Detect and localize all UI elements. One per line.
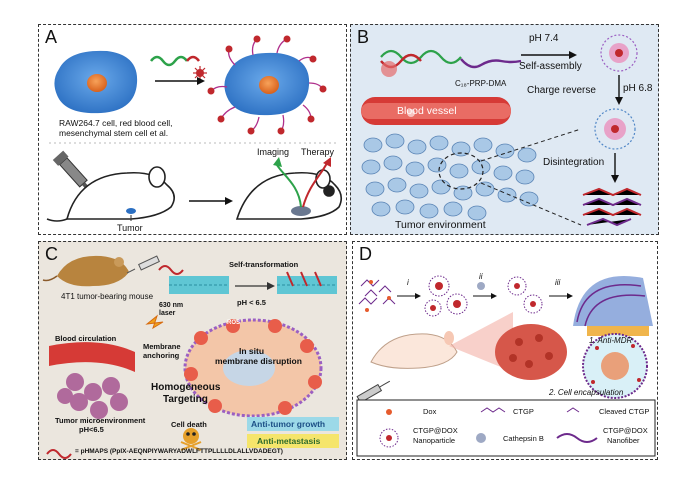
disintegrated-fibres bbox=[582, 187, 642, 227]
laser-label-1: 630 nm bbox=[159, 302, 184, 309]
cleaved-particles bbox=[507, 276, 543, 314]
mouse-label: 4T1 tumor-bearing mouse bbox=[61, 292, 154, 301]
mouse-outline-left bbox=[46, 166, 175, 222]
cell-caption-line-2: mesenchymal stem cell et al. bbox=[59, 128, 169, 138]
syringe-icon bbox=[126, 255, 160, 274]
panel-c-label: C bbox=[45, 244, 58, 264]
legend-cleaved-ctgp-label: Cleaved CTGP bbox=[599, 407, 650, 416]
self-transform-membrane bbox=[158, 265, 337, 294]
unimers bbox=[358, 279, 396, 305]
legend-cathepsin-label: Cathepsin B bbox=[503, 434, 544, 443]
panel-c: C bbox=[38, 241, 347, 460]
disintegration-label: Disintegration bbox=[543, 157, 605, 168]
charge-reverse-label: Charge reverse bbox=[527, 85, 596, 96]
tumor-tissue bbox=[495, 324, 567, 380]
tumor-environment-label: Tumor environment bbox=[395, 219, 486, 231]
nanofiber-dome bbox=[573, 276, 653, 336]
micelle-assembled bbox=[600, 34, 638, 72]
legend-nanofiber-icon bbox=[556, 433, 598, 443]
panel-d-illustration bbox=[356, 275, 656, 457]
cathepsin-icon bbox=[477, 282, 485, 290]
legend-ctgp-label: CTGP bbox=[513, 407, 534, 416]
tumor-cells bbox=[361, 133, 539, 221]
plain-cell bbox=[54, 50, 138, 114]
panel-d: D bbox=[352, 241, 658, 460]
legend-cleaved-ctgp-icon bbox=[566, 407, 580, 413]
micelle-charge-reversed bbox=[594, 108, 636, 150]
panel-a-label: A bbox=[45, 27, 58, 47]
cell-encapsulation-label: 2. Cell encapsulation bbox=[549, 388, 624, 397]
treated-mouse bbox=[370, 331, 458, 369]
tumor-vessel bbox=[49, 342, 135, 419]
homogeneous-label-2: Targeting bbox=[163, 394, 208, 405]
membrane-label-2: anchoring bbox=[143, 351, 180, 360]
polymer-label: C₁₈-PRP-DMA bbox=[455, 79, 507, 88]
ph-65-label: pH < 6.5 bbox=[237, 298, 266, 307]
step-iii-label: iii bbox=[555, 278, 561, 287]
panel-d-label: D bbox=[359, 244, 372, 264]
blood-vessel bbox=[361, 97, 511, 125]
tumor-microenvironment-label: Tumor microenvironment bbox=[55, 416, 146, 425]
legend-nanoparticle-label-1: CTGP@DOX bbox=[413, 426, 458, 435]
legend-nanofiber-label-2: Nanofiber bbox=[607, 436, 640, 445]
decorated-cell bbox=[207, 35, 327, 135]
ph-68-label: pH 6.8 bbox=[623, 83, 653, 94]
polymer-chain bbox=[380, 49, 522, 77]
peptide-symbol bbox=[46, 449, 72, 459]
laser-label-2: laser bbox=[159, 310, 176, 317]
legend-nanofiber-label-1: CTGP@DOX bbox=[603, 426, 648, 435]
legend-dox-label: Dox bbox=[423, 407, 437, 416]
nanoparticles bbox=[424, 275, 468, 317]
ph-74-label: pH 7.4 bbox=[529, 33, 559, 44]
cell-caption-line-1: RAW264.7 cell, red blood cell, bbox=[59, 118, 173, 128]
skull-icon bbox=[180, 428, 202, 451]
legend-dox-icon bbox=[386, 409, 392, 415]
anti-tumor-box bbox=[247, 417, 339, 431]
legend-nanoparticle-label-2: Nanoparticle bbox=[413, 436, 456, 445]
self-assembly-label: Self-assembly bbox=[519, 61, 582, 72]
in-situ-label-1: In situ bbox=[239, 346, 265, 356]
step-i-label: i bbox=[407, 278, 409, 287]
homogeneous-label-1: Homogeneous bbox=[151, 382, 221, 393]
panel-a-illustration bbox=[46, 35, 343, 222]
anti-mdr-label: 1. Anti-MDR bbox=[589, 336, 633, 345]
panel-b: B bbox=[350, 24, 659, 235]
legend-box bbox=[356, 399, 656, 457]
in-situ-label-2: membrane disruption bbox=[215, 356, 302, 366]
self-transformation-label: Self-transformation bbox=[229, 260, 299, 269]
target-cell bbox=[183, 318, 323, 418]
laser-bolt-icon bbox=[145, 314, 164, 330]
tumor-mouse bbox=[42, 255, 129, 287]
therapy-label: Therapy bbox=[301, 147, 335, 157]
legend-nanoparticle-icon bbox=[379, 428, 399, 448]
syringe-icon bbox=[356, 380, 391, 404]
encapsulated-cell bbox=[582, 333, 648, 399]
legend-ctgp-icon bbox=[480, 407, 506, 413]
polymer-strand bbox=[150, 55, 207, 80]
peptide-sequence-label: = pHMAPS (PpIX-AEQNPIYWARYADWLFTTPLLLLDL… bbox=[75, 448, 283, 455]
blood-vessel-label: Blood vessel bbox=[397, 105, 457, 117]
tumor-marker bbox=[126, 208, 136, 214]
panel-c-illustration bbox=[42, 255, 339, 459]
anti-metastasis-box bbox=[247, 434, 339, 448]
mouse-outline-right bbox=[235, 169, 343, 220]
cell-death-label: Cell death bbox=[171, 420, 207, 429]
panel-b-illustration bbox=[361, 34, 642, 227]
step-ii-label: ii bbox=[479, 272, 483, 281]
panel-b-label: B bbox=[357, 27, 370, 47]
tumor-label: Tumor bbox=[117, 223, 143, 233]
imaging-label: Imaging bbox=[257, 147, 290, 157]
blood-circulation-label: Blood circulation bbox=[55, 334, 117, 343]
tumor-ph-label: pH<6.5 bbox=[79, 425, 104, 434]
ros-label: ROS bbox=[227, 320, 241, 326]
legend-cathepsin-icon bbox=[476, 433, 486, 443]
anti-metastasis-label: Anti-metastasis bbox=[257, 436, 321, 446]
membrane-label-1: Membrane bbox=[143, 342, 181, 351]
zoom-circle bbox=[438, 152, 484, 190]
anti-tumor-label: Anti-tumor growth bbox=[251, 419, 326, 429]
tumor-accumulation bbox=[291, 206, 311, 216]
panel-a: A bbox=[38, 24, 347, 235]
